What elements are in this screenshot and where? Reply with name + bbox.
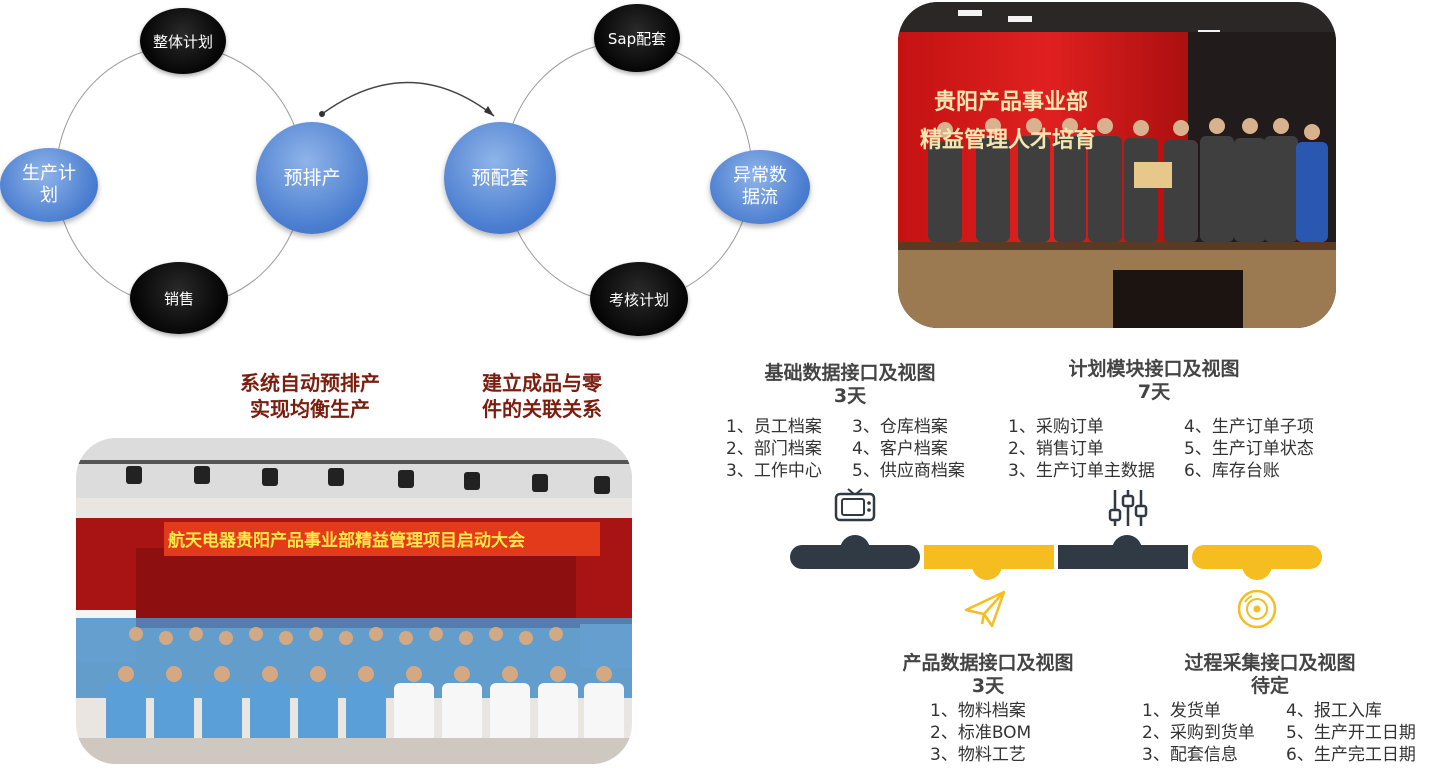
basic-data-col1: 1、员工档案 2、部门档案 3、工作中心 xyxy=(726,416,822,482)
sap-kitting-label: Sap配套 xyxy=(607,29,667,48)
hall-banner-text: 航天电器贵阳产品事业部精益管理项目启动大会 xyxy=(168,530,525,551)
plan-module-col2: 4、生产订单子项 5、生产订单状态 6、库存台账 xyxy=(1184,416,1314,482)
stage-photo-scene: 贵阳产品事业部 精益管理人才培育 xyxy=(898,2,1336,328)
process-collection-title-block: 过程采集接口及视图 待定 xyxy=(1160,652,1380,698)
production-plan-line1: 生产计 xyxy=(22,163,76,185)
note-part-relation-line1: 建立成品与零 xyxy=(482,371,602,395)
plan-module-title: 计划模块接口及视图 xyxy=(1068,358,1240,380)
list-item: 3、工作中心 xyxy=(726,461,822,481)
note-part-relation: 建立成品与零 件的关联关系 xyxy=(462,370,622,422)
plan-module-days: 7天 xyxy=(1137,381,1171,403)
process-collection-title: 过程采集接口及视图 xyxy=(1184,652,1356,674)
list-item: 5、生产开工日期 xyxy=(1286,723,1416,743)
product-data-days: 3天 xyxy=(971,675,1005,697)
basic-data-title: 基础数据接口及视图 xyxy=(764,362,936,384)
list-item: 3、配套信息 xyxy=(1142,745,1238,765)
process-collection-col1: 1、发货单 2、采购到货单 3、配套信息 xyxy=(1142,700,1255,766)
note-part-relation-line2: 件的关联关系 xyxy=(482,397,602,421)
timeline-bump-4 xyxy=(1242,560,1272,580)
sap-kitting-node: Sap配套 xyxy=(594,4,680,72)
list-item: 5、生产订单状态 xyxy=(1184,439,1314,459)
list-item: 1、员工档案 xyxy=(726,417,822,437)
exception-flow-line2: 据流 xyxy=(742,187,778,208)
list-item: 4、生产订单子项 xyxy=(1184,417,1314,437)
overall-plan-node: 整体计划 xyxy=(140,8,226,74)
product-data-title-block: 产品数据接口及视图 3天 xyxy=(878,652,1098,698)
basic-data-col2: 3、仓库档案 4、客户档案 5、供应商档案 xyxy=(852,416,965,482)
process-collection-days: 待定 xyxy=(1250,675,1289,697)
list-item: 3、物料工艺 xyxy=(930,745,1026,765)
stage-photo: 贵阳产品事业部 精益管理人才培育 xyxy=(898,2,1336,328)
stage-banner-line1: 贵阳产品事业部 xyxy=(934,89,1088,115)
sales-label: 销售 xyxy=(163,289,194,308)
tv-icon xyxy=(834,488,876,522)
list-item: 1、采购订单 xyxy=(1008,417,1104,437)
timeline-bump-1 xyxy=(840,535,870,555)
pre-scheduling-node: 预排产 xyxy=(256,122,368,234)
sliders-icon xyxy=(1108,490,1148,526)
timeline-bump-2 xyxy=(972,560,1002,580)
product-data-items: 1、物料档案 2、标准BOM 3、物料工艺 xyxy=(930,700,1031,766)
disc-icon xyxy=(1237,589,1277,629)
process-collection-col2: 4、报工入库 5、生产开工日期 6、生产完工日期 xyxy=(1286,700,1416,766)
note-auto-scheduling: 系统自动预排产 实现均衡生产 xyxy=(220,370,400,422)
production-plan-label: 生产计 划 xyxy=(22,163,76,206)
hall-photo-scene: 航天电器贵阳产品事业部精益管理项目启动大会 xyxy=(76,438,632,764)
list-item: 1、物料档案 xyxy=(930,701,1026,721)
note-auto-scheduling-line2: 实现均衡生产 xyxy=(250,397,370,421)
list-item: 3、生产订单主数据 xyxy=(1008,461,1155,481)
paper-plane-icon xyxy=(964,590,1006,628)
stage-banner-line2: 精益管理人才培育 xyxy=(920,127,1096,153)
assessment-plan-label: 考核计划 xyxy=(608,290,669,309)
list-item: 6、库存台账 xyxy=(1184,461,1280,481)
production-plan-line2: 划 xyxy=(40,185,58,206)
list-item: 1、发货单 xyxy=(1142,701,1221,721)
pre-kitting-node: 预配套 xyxy=(444,122,556,234)
list-item: 4、报工入库 xyxy=(1286,701,1382,721)
basic-data-days: 3天 xyxy=(833,385,867,407)
timeline-bump-3 xyxy=(1112,535,1142,555)
overall-plan-label: 整体计划 xyxy=(152,32,213,51)
pre-scheduling-label: 预排产 xyxy=(283,166,341,189)
sales-node: 销售 xyxy=(130,262,228,334)
plan-module-title-block: 计划模块接口及视图 7天 xyxy=(1042,358,1266,404)
list-item: 5、供应商档案 xyxy=(852,461,965,481)
plan-module-col1: 1、采购订单 2、销售订单 3、生产订单主数据 xyxy=(1008,416,1155,482)
assessment-plan-node: 考核计划 xyxy=(590,262,688,336)
list-item: 2、标准BOM xyxy=(930,723,1032,743)
list-item: 4、客户档案 xyxy=(852,439,948,459)
list-item: 2、销售订单 xyxy=(1008,439,1104,459)
exception-flow-node: 异常数 据流 xyxy=(710,150,810,224)
hall-photo: 航天电器贵阳产品事业部精益管理项目启动大会 xyxy=(76,438,632,764)
basic-data-title-block: 基础数据接口及视图 3天 xyxy=(740,362,960,408)
exception-flow-label: 异常数 据流 xyxy=(733,165,787,208)
list-item: 3、仓库档案 xyxy=(852,417,948,437)
list-item: 2、采购到货单 xyxy=(1142,723,1255,743)
production-plan-node: 生产计 划 xyxy=(0,148,98,222)
exception-flow-line1: 异常数 xyxy=(733,165,787,187)
product-data-title: 产品数据接口及视图 xyxy=(902,652,1074,674)
list-item: 6、生产完工日期 xyxy=(1286,745,1416,765)
list-item: 2、部门档案 xyxy=(726,439,822,459)
note-auto-scheduling-line1: 系统自动预排产 xyxy=(240,371,380,395)
pre-kitting-label: 预配套 xyxy=(471,166,529,189)
